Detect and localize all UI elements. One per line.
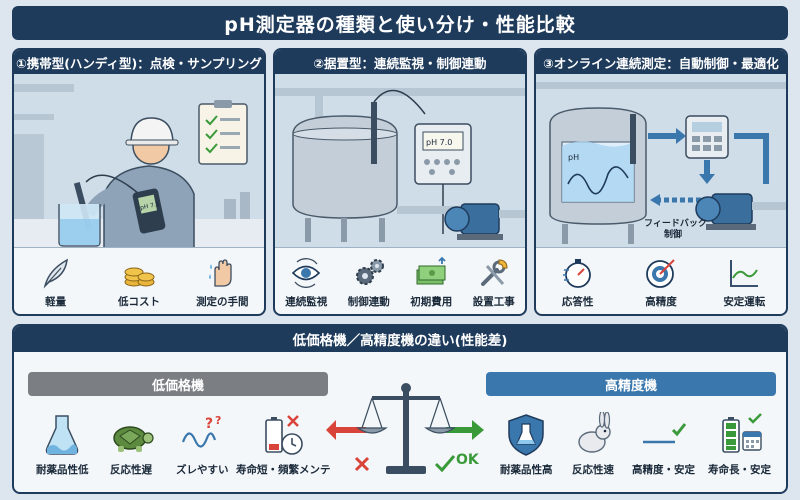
panel-portable: ①携帯型(ハンディ型)：点検・サンプリング [12,48,266,316]
stationary-icon-label: 連続監視 [285,296,328,308]
low-item-response: 反応性遅 [108,412,154,477]
low-item-drift: ? ? ズレやすい [176,412,229,477]
online-icon-label: 高精度 [645,296,677,308]
turtle-icon [113,426,154,452]
rabbit-icon [578,412,611,453]
portable-icon-label: 低コスト [117,296,160,308]
panel-stationary-heading: ②据置型：連続監視・制御連動 [275,50,525,74]
stationary-icon-item: 設置工事 [464,256,524,309]
high-precision-tag: 高精度機 [486,372,776,396]
panel-portable-heading: ①携帯型(ハンディ型)：点検・サンプリング [14,50,264,74]
tank-controller-illustration: pH 7.0 [275,88,525,242]
high-item-label: 寿命長・安定 [708,464,771,476]
feedback-label-line1: フィードバック [644,218,707,229]
panel-online: ③オンライン連続測定：自動制御・最適化 pH [534,48,788,316]
portable-icon-label: 測定の手間 [196,296,249,308]
portable-meter-reading: pH 7.1 [140,201,161,212]
page-title: pH測定器の種類と使い分け・性能比較 [12,6,788,40]
hand-water-icon [209,259,232,287]
online-icon-label: 安定運転 [723,296,766,308]
feather-icon [43,258,68,289]
stopwatch-icon [562,259,591,288]
high-item-accuracy: 高精度・安定 [632,412,695,477]
high-item-label: 反応性速 [572,464,614,476]
high-item-lifespan: 寿命長・安定 [708,412,771,477]
panel-stationary: ②据置型：連続監視・制御連動 pH 7.0 [273,48,527,316]
high-item-label: 高精度・安定 [632,464,695,476]
stationary-icons: 連続監視 制御連動 初期費用 [275,248,525,314]
stationary-icon-label: 制御連動 [347,296,390,308]
gears-icon [355,259,384,285]
online-tank-label: pH [568,153,579,162]
stationary-icon-label: 初期費用 [410,296,453,308]
low-item-label: 耐薬品性低 [36,464,89,476]
stable-graph-icon [730,260,759,287]
stationary-icon-item: 初期費用 [401,256,461,309]
panel-online-heading: ③オンライン連続測定：自動制御・最適化 [536,50,786,74]
wavy-question-icon: ? ? [182,414,222,448]
flat-line-check-icon [642,423,686,444]
online-icon-item: 高精度 [631,256,691,309]
low-item-label: 寿命短・頻繁メンテ [236,464,331,476]
online-icon-item: 安定運転 [714,256,774,309]
full-battery-calendar-icon [721,413,762,453]
portable-icon-item: 軽量 [26,256,86,309]
low-item-label: ズレやすい [176,464,229,476]
low-battery-clock-icon [265,415,304,455]
low-item-chemical: 耐薬品性低 [36,412,89,477]
stationary-controller-reading: pH 7.0 [426,138,452,147]
svg-text:?: ? [205,416,213,432]
low-price-tag: 低価格機 [28,372,328,396]
stationary-scene: pH 7.0 [275,74,525,248]
target-icon [646,259,675,288]
comparison-heading: 低価格機／高精度機の違い(性能差) [14,326,786,352]
ok-label: OK [456,452,479,468]
low-item-label: 反応性遅 [110,464,152,476]
high-item-chemical: 耐薬品性高 [500,412,553,477]
coins-icon [124,267,155,287]
low-item-lifespan: 寿命短・頻繁メンテ [236,412,331,477]
eye-cycle-icon [292,258,321,288]
balance-scale-icon [326,383,484,474]
portable-icon-item: 低コスト [109,256,169,309]
online-icons: 応答性 高精度 安定運転 [536,248,786,314]
online-icon-label: 応答性 [561,296,594,308]
portable-icon-item: 測定の手間 [192,256,252,309]
online-control-illustration: pH [536,82,786,244]
portable-icon-label: 軽量 [45,296,67,308]
portable-scene: pH 7.1 [14,74,264,248]
feedback-label-line2: 制御 [664,228,682,240]
high-item-response: 反応性速 [570,412,616,477]
tools-icon [480,259,508,286]
online-scene: pH [536,74,786,248]
comparison-section: 低価格機／高精度機の違い(性能差) 低価格機 高精度機 耐薬品性低 反応性遅 [12,324,788,494]
stationary-icon-label: 設置工事 [472,296,515,308]
melting-flask-icon [46,415,79,455]
portable-icons: 軽量 低コスト 測定の手間 [14,248,264,314]
high-item-label: 耐薬品性高 [500,464,553,476]
svg-text:?: ? [215,414,221,427]
stationary-icon-item: 連続監視 [276,256,336,309]
shield-flask-icon [508,414,544,456]
technician-illustration: pH 7.1 [14,84,264,247]
online-icon-item: 応答性 [548,256,608,309]
stationary-icon-item: 制御連動 [339,256,399,309]
money-icon [416,256,446,285]
